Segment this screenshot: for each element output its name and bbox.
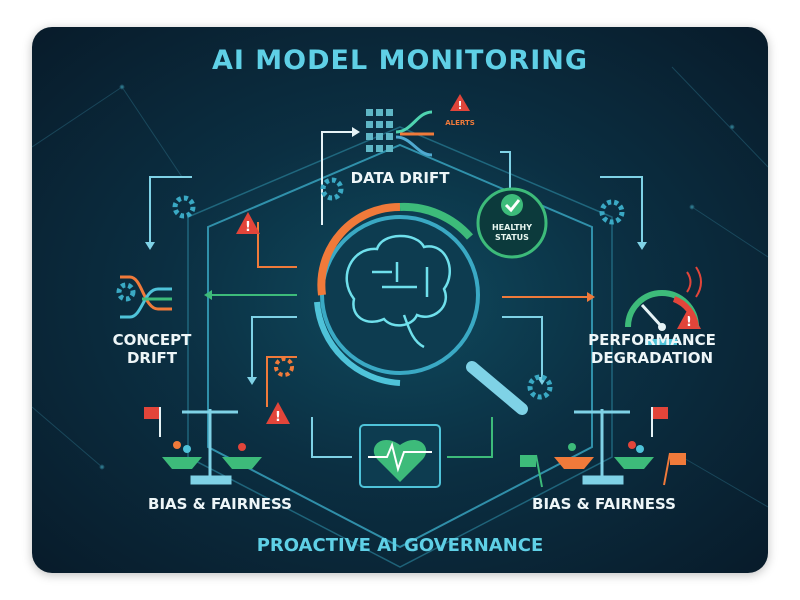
scales-icon: [162, 409, 262, 485]
flag-icon: [144, 407, 161, 437]
healthy-status-badge: [476, 187, 548, 259]
performance-line2: DEGRADATION: [590, 349, 714, 367]
infographic-card: ! ! ! !: [32, 27, 768, 573]
performance-line1: PERFORMANCE: [588, 331, 716, 349]
magnifier-icon: [314, 202, 528, 415]
healthy-line2: STATUS: [495, 233, 529, 242]
heart-pulse-icon: [359, 424, 441, 488]
svg-text:!: !: [275, 410, 281, 425]
footer-tagline: PROACTIVE AI GOVERNANCE: [256, 535, 544, 556]
gear-icon: [274, 357, 294, 377]
branch-arrows-icon: [120, 275, 172, 319]
data-grid-icon: [366, 109, 393, 152]
data-drift-label: DATA DRIFT: [350, 169, 450, 187]
flag-icon: [663, 452, 686, 486]
svg-text:!: !: [457, 99, 462, 112]
hexagon-frame: [207, 143, 593, 549]
check-icon: [504, 199, 521, 213]
diagram-graphics: ! ! ! !: [32, 66, 768, 568]
gear-icon: [116, 177, 625, 400]
branch-arrows-icon: [395, 110, 434, 157]
alert-icon: !: [450, 94, 470, 112]
concept-line1: CONCEPT: [112, 331, 192, 349]
flag-icon: [651, 407, 668, 437]
alert-icon: !: [236, 212, 260, 235]
brain-icon: [345, 234, 451, 349]
alerts-label: ALERTS: [445, 119, 475, 127]
scales-icon: [554, 409, 654, 485]
healthy-line1: HEALTHY: [491, 223, 533, 232]
svg-text:!: !: [245, 220, 251, 235]
bias-fairness-right-label: BIAS & FAIRNESS: [532, 495, 676, 513]
page-title: AI MODEL MONITORING: [211, 45, 589, 76]
network-background: [32, 66, 768, 508]
svg-text:!: !: [686, 315, 692, 330]
flag-icon: [520, 454, 543, 488]
alert-icon: !: [266, 402, 290, 425]
concept-line2: DRIFT: [126, 349, 178, 367]
gauge-icon: [625, 266, 702, 345]
bias-fairness-left-label: BIAS & FAIRNESS: [148, 495, 292, 513]
